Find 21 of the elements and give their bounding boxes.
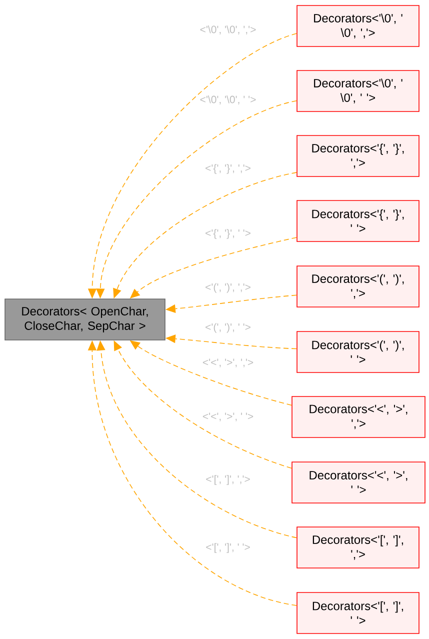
edge-label: <'\0', '\0', ','>: [198, 24, 258, 36]
edge-label: <'(', ')', ','>: [204, 282, 252, 294]
derived-class-box: Decorators<'{', '}', ' '>: [296, 200, 420, 242]
edge-label: <'{', '}', ' '>: [204, 228, 252, 240]
edge-label: <'[', ']', ' '>: [204, 542, 252, 554]
edge-label: <'\0', '\0', ' '>: [198, 94, 258, 106]
derived-class-box: Decorators<'{', '}', ','>: [296, 135, 420, 177]
edge-label: <'<', '>', ','>: [201, 358, 255, 368]
derived-class-box: Decorators<'<', '>', ','>: [292, 396, 426, 438]
derived-class-box: Decorators<'\0', ' \0', ' '>: [296, 70, 420, 112]
derived-class-box: Decorators<'[', ']', ' '>: [296, 592, 420, 634]
derived-class-box: Decorators<'(', ')', ' '>: [296, 331, 420, 373]
base-class-box: Decorators< OpenChar, CloseChar, SepChar >: [4, 298, 166, 340]
edge-label: <'<', '>', ' '>: [201, 412, 255, 422]
derived-class-box: Decorators<'\0', ' \0', ','>: [296, 5, 420, 47]
derived-class-box: Decorators<'(', ')', ','>: [296, 266, 420, 308]
edge-label: <'[', ']', ','>: [204, 474, 252, 486]
edge-label: <'(', ')', ' '>: [204, 322, 252, 334]
derived-class-box: Decorators<'<', '>', ' '>: [292, 462, 426, 504]
derived-class-box: Decorators<'[', ']', ','>: [296, 526, 420, 568]
edge-label: <'{', '}', ','>: [204, 163, 252, 175]
